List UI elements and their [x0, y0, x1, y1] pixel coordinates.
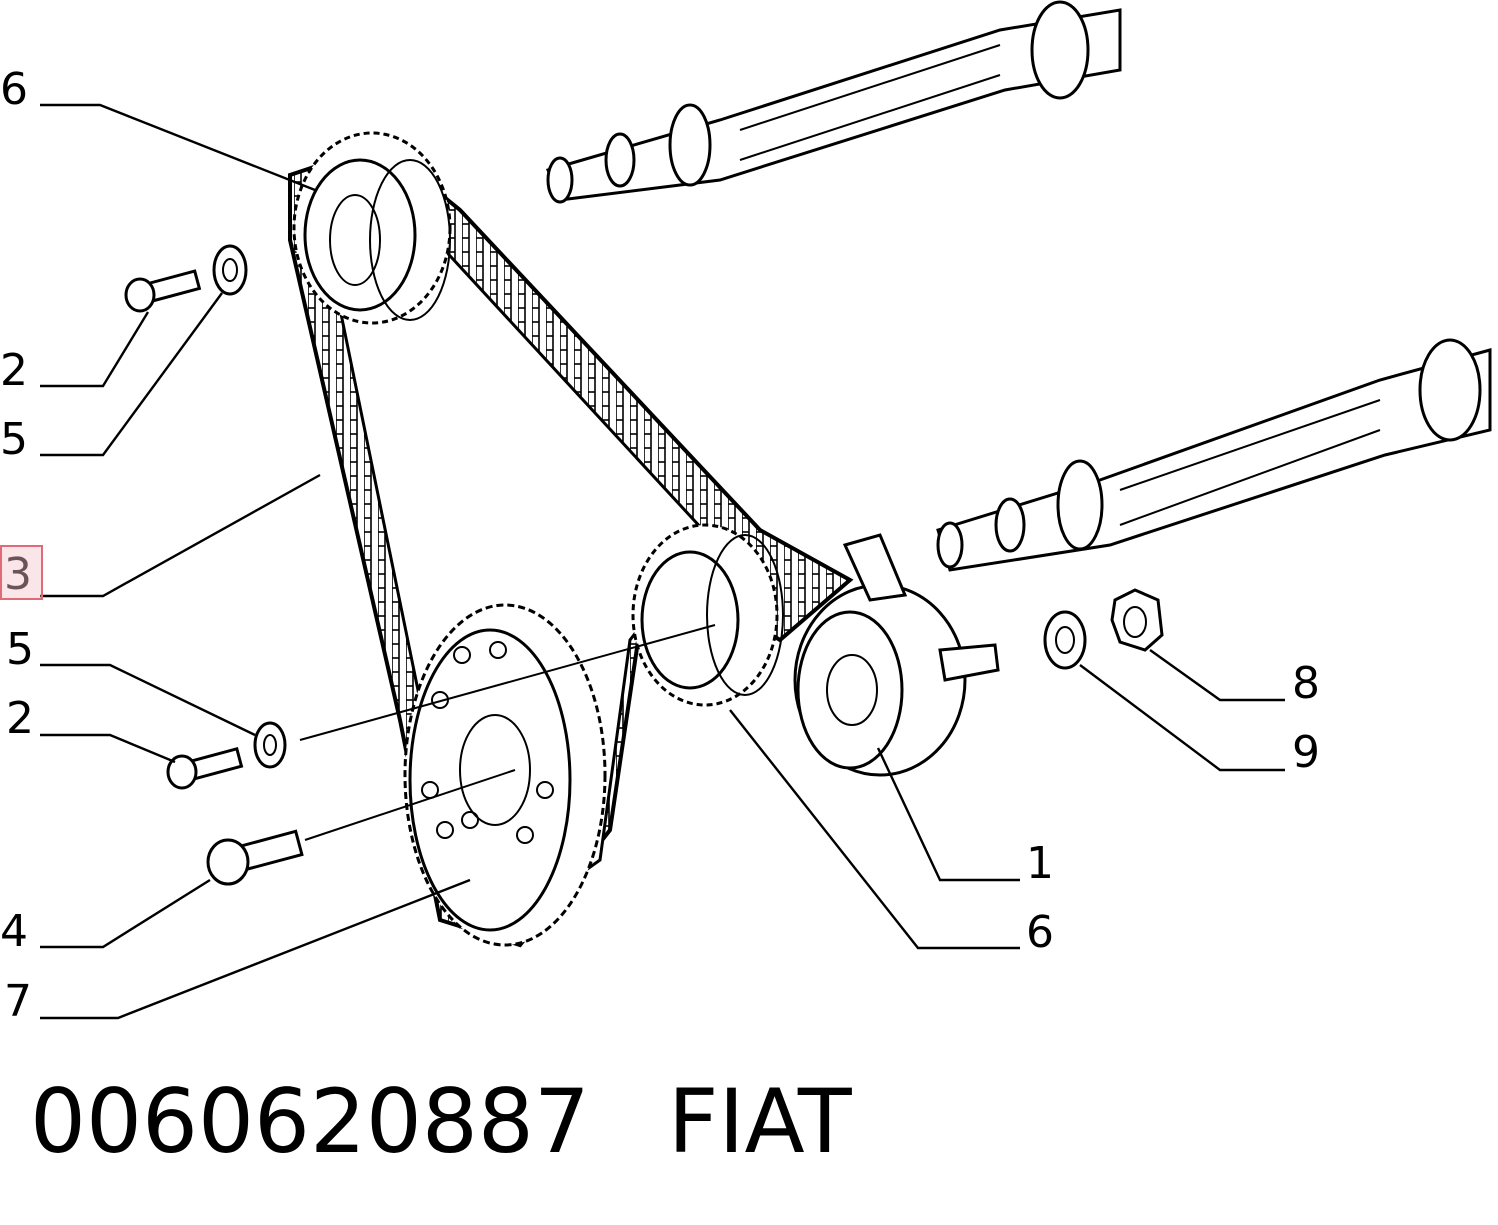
- part-number: 0060620887: [30, 1070, 590, 1173]
- callout-2-upper: 2: [0, 345, 28, 396]
- upper-shaft: [545, 0, 1122, 204]
- callout-8: 8: [1292, 658, 1320, 709]
- camshaft-pulley-upper: [292, 131, 452, 325]
- callout-5-upper: 5: [0, 414, 28, 465]
- callout-4: 4: [0, 906, 28, 957]
- callout-3-highlight: [0, 545, 43, 600]
- lower-shaft: [936, 338, 1492, 572]
- callout-7: 7: [4, 976, 32, 1027]
- tensioner-pulley: [793, 533, 1000, 777]
- brand-name: FIAT: [667, 1070, 852, 1173]
- washer-lower: [253, 721, 287, 769]
- part-caption: 0060620887 FIAT: [30, 1072, 852, 1172]
- washer-right: [1043, 610, 1087, 670]
- callout-3: 3: [4, 549, 32, 600]
- callout-6-bottom: 6: [1026, 907, 1054, 958]
- callout-6-top: 6: [0, 64, 28, 115]
- bolt-crankshaft: [206, 829, 304, 886]
- callout-5-lower: 5: [6, 624, 34, 675]
- bolt-upper: [124, 269, 202, 313]
- callout-9: 9: [1292, 727, 1320, 778]
- callout-1: 1: [1026, 838, 1054, 889]
- intermediate-pulley: [631, 523, 784, 707]
- crankshaft-pulley: [403, 603, 607, 947]
- washer-upper: [212, 244, 248, 296]
- bolt-lower-small: [166, 746, 244, 790]
- callout-lines: [40, 103, 1285, 1020]
- nut-right: [1110, 588, 1164, 652]
- callout-2-lower: 2: [6, 693, 34, 744]
